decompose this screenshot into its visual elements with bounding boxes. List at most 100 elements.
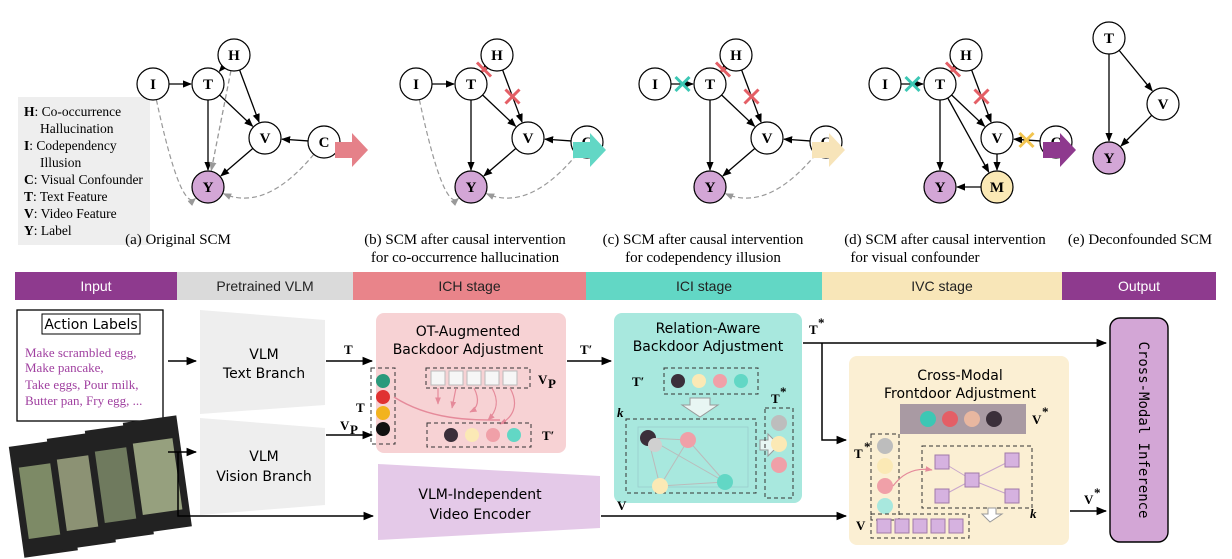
node-v — [750, 121, 784, 155]
node-v — [511, 121, 545, 155]
node-h — [949, 38, 983, 72]
legend-entry-v: V: Video Feature — [24, 206, 117, 221]
arrow-label-vstar: V — [1084, 492, 1094, 507]
stage-label-5: Output — [1118, 278, 1160, 294]
legend-entry-y: Y: Label — [24, 223, 72, 238]
node-label-h: H — [228, 48, 240, 64]
node-y — [454, 170, 488, 204]
relation-tstar-label: T — [771, 391, 780, 406]
vlm-text-branch: VLM Text Branch — [200, 310, 325, 414]
caption-b-line2: for co-occurrence hallucination — [371, 250, 560, 266]
frontdoor-box: Cross-Modal Frontdoor Adjustment V * T *… — [849, 356, 1069, 545]
stage-5 — [1062, 272, 1216, 300]
dashed-edge-c-y — [485, 153, 578, 200]
vlm-independent-line2: Video Encoder — [430, 507, 531, 523]
node-i — [399, 67, 433, 101]
node-label-v: V — [1158, 97, 1169, 113]
node-label-y: Y — [705, 180, 716, 196]
node-i — [638, 67, 672, 101]
ot-t-label: T — [356, 400, 365, 415]
node-label-v: V — [523, 131, 534, 147]
edge-v-y — [1120, 114, 1153, 147]
node-y — [1092, 141, 1126, 175]
cut-c-v-icon — [1018, 131, 1035, 149]
frontdoor-tstar-label: T — [854, 446, 863, 461]
cut-i-t-icon — [904, 75, 921, 93]
legend-entry-i: I: Codependency — [24, 138, 117, 153]
stage-3 — [586, 272, 822, 300]
dashed-edge-i-y — [418, 99, 460, 206]
edge-h-t — [218, 62, 228, 73]
edge-v-y — [220, 147, 254, 177]
ot-title-line1: OT-Augmented — [416, 324, 520, 340]
cut-h-v-icon — [973, 88, 990, 105]
node-y — [693, 170, 727, 204]
vlm-vision-branch: VLM Vision Branch — [200, 418, 325, 515]
dashed-edge-i-y — [155, 99, 197, 206]
caption-c-line1: (c) SCM after causal intervention — [603, 232, 804, 248]
node-label-y: Y — [1104, 151, 1115, 167]
ot-backdoor-box: OT-Augmented Backdoor Adjustment T V P T… — [356, 313, 566, 453]
node-t — [1092, 21, 1126, 55]
node-v — [248, 121, 282, 155]
edge-c-v — [281, 136, 309, 144]
node-t — [923, 67, 957, 101]
stage-label-0: Input — [80, 278, 111, 294]
scm-captions: (a) Original SCM (b) SCM after causal in… — [125, 232, 1212, 266]
legend-entry-t: T: Text Feature — [24, 189, 108, 204]
frontdoor-v-label: V — [856, 518, 866, 533]
legend-entry-h: H: Co-occurrence — [24, 104, 121, 119]
ot-tprime-label: T′ — [542, 428, 554, 443]
node-label-h: H — [730, 48, 742, 64]
edge-t-v — [219, 94, 254, 127]
caption-e: (e) Deconfounded SCM — [1068, 232, 1212, 248]
stage-label-4: IVC stage — [911, 278, 973, 294]
node-label-h: H — [491, 48, 503, 64]
ot-vp-label: V — [538, 372, 548, 387]
relation-tprime-label: T′ — [632, 374, 644, 389]
frontdoor-title-line1: Cross-Modal — [917, 368, 1002, 384]
ot-vp-sub: P — [548, 376, 556, 391]
node-label-y: Y — [203, 180, 214, 196]
node-t — [191, 67, 225, 101]
process-arrows — [335, 133, 1076, 167]
cut-h-v-icon — [743, 88, 760, 105]
arrow-to-b-icon — [335, 133, 368, 167]
cross-modal-inference-box: Cross-Modal Inference — [1109, 317, 1169, 543]
node-y — [191, 170, 225, 204]
node-label-y: Y — [466, 180, 477, 196]
node-label-t: T — [705, 77, 715, 93]
caption-b-line1: (b) SCM after causal intervention — [364, 232, 566, 248]
edge-h-v — [238, 69, 260, 123]
dashed-edge-c-y — [724, 153, 817, 200]
arrow-label-tstar-sup: * — [818, 315, 825, 330]
arrow-label-vp: V — [340, 418, 350, 433]
legend-entry-h-cont: Hallucination — [40, 121, 114, 136]
node-h — [217, 38, 251, 72]
arrow-to-c-icon — [573, 133, 606, 167]
node-label-i: I — [652, 77, 658, 93]
stage-4 — [822, 272, 1062, 300]
action-label-4: Butter pan, Fry egg, ... — [25, 393, 142, 408]
arrow-label-tprime: T′ — [580, 342, 592, 357]
relation-title-line1: Relation-Aware — [656, 321, 761, 337]
edge-t-v — [482, 94, 517, 127]
node-i — [136, 67, 170, 101]
stage-label-3: ICI stage — [676, 278, 732, 294]
arrow-label-tstar: T — [809, 322, 818, 337]
vlm-text-line1: VLM — [249, 347, 278, 363]
node-t — [454, 67, 488, 101]
relation-title-line2: Backdoor Adjustment — [633, 339, 784, 355]
stage-0 — [15, 272, 177, 300]
node-label-h: H — [960, 48, 972, 64]
relation-backdoor-box: Relation-Aware Backdoor Adjustment T′ k … — [614, 313, 802, 503]
pipeline-arrows — [168, 338, 1108, 521]
dashed-edge-h-y — [209, 70, 232, 172]
node-label-v: V — [260, 131, 271, 147]
arrow-label-v: V — [617, 498, 627, 513]
